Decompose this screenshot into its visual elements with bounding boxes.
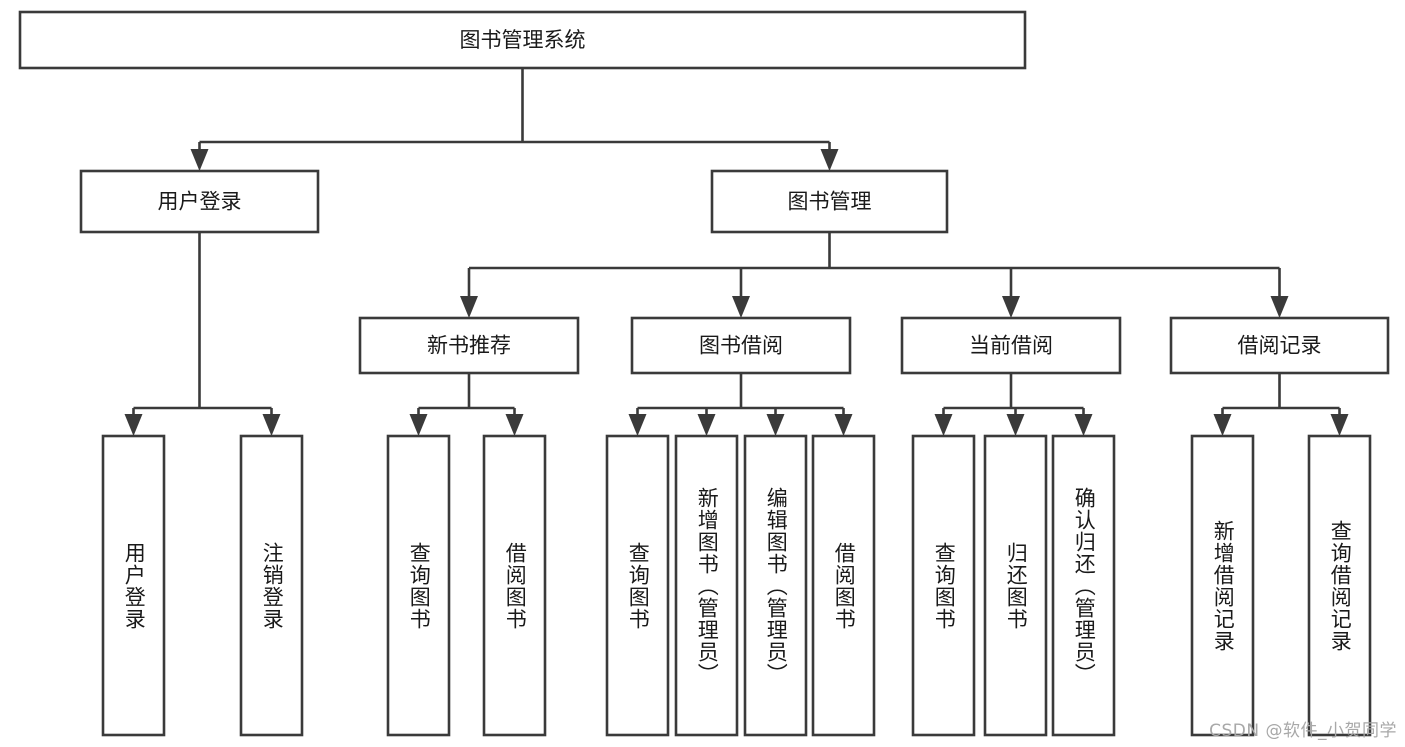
node-confirm-return-admin[interactable]	[1051, 434, 1116, 737]
root-arrow-1	[820, 149, 839, 171]
node-borrow-records[interactable]	[1169, 316, 1390, 375]
book-management-arrow-2	[1002, 296, 1020, 318]
node-current-borrow-label: 当前借阅	[969, 334, 1053, 358]
connector-layer	[124, 68, 1349, 436]
node-user-login-do[interactable]	[101, 434, 166, 737]
node-query-borrow-record[interactable]	[1307, 434, 1372, 737]
user-login-arrow-1	[262, 414, 281, 436]
book-borrow-arrow-2	[766, 414, 785, 436]
current-borrow-arrow-2	[1074, 414, 1093, 436]
node-user-login[interactable]	[79, 169, 320, 234]
node-new-book-recommend-label: 新书推荐	[427, 334, 511, 358]
book-borrow-arrow-0	[628, 414, 647, 436]
node-return-book[interactable]	[983, 434, 1048, 737]
current-borrow-arrow-0	[934, 414, 953, 436]
node-borrow-records-label: 借阅记录	[1238, 334, 1322, 358]
book-management-arrow-3	[1270, 296, 1289, 318]
watermark: CSDN @软件_小贺同学	[1209, 721, 1397, 741]
book-borrow-arrow-3	[834, 414, 853, 436]
node-book-borrow-label: 图书借阅	[699, 334, 783, 358]
node-borrow-book-2[interactable]	[811, 434, 876, 737]
node-add-borrow-record[interactable]	[1190, 434, 1255, 737]
node-book-management-label: 图书管理	[788, 190, 872, 214]
node-box-layer	[18, 10, 1390, 737]
node-book-management[interactable]	[710, 169, 949, 234]
node-book-borrow[interactable]	[630, 316, 852, 375]
node-root[interactable]	[18, 10, 1027, 70]
node-query-book-3[interactable]	[911, 434, 976, 737]
current-borrow-arrow-1	[1006, 414, 1025, 436]
book-management-arrow-1	[732, 296, 750, 318]
book-management-arrow-0	[460, 296, 478, 318]
new-book-recommend-arrow-0	[409, 414, 428, 436]
node-root-label: 图书管理系统	[460, 28, 586, 52]
root-arrow-0	[190, 149, 209, 171]
node-add-book-admin[interactable]	[674, 434, 739, 737]
node-query-book-1[interactable]	[386, 434, 451, 737]
node-user-logout[interactable]	[239, 434, 304, 737]
node-query-book-2[interactable]	[605, 434, 670, 737]
book-borrow-arrow-1	[697, 414, 716, 436]
node-current-borrow[interactable]	[900, 316, 1122, 375]
user-login-arrow-0	[124, 414, 143, 436]
new-book-recommend-arrow-1	[505, 414, 524, 436]
node-borrow-book-1[interactable]	[482, 434, 547, 737]
node-edit-book-admin[interactable]	[743, 434, 808, 737]
node-user-login-label: 用户登录	[158, 190, 242, 214]
borrow-records-arrow-1	[1330, 414, 1349, 436]
borrow-records-arrow-0	[1213, 414, 1232, 436]
node-new-book-recommend[interactable]	[358, 316, 580, 375]
